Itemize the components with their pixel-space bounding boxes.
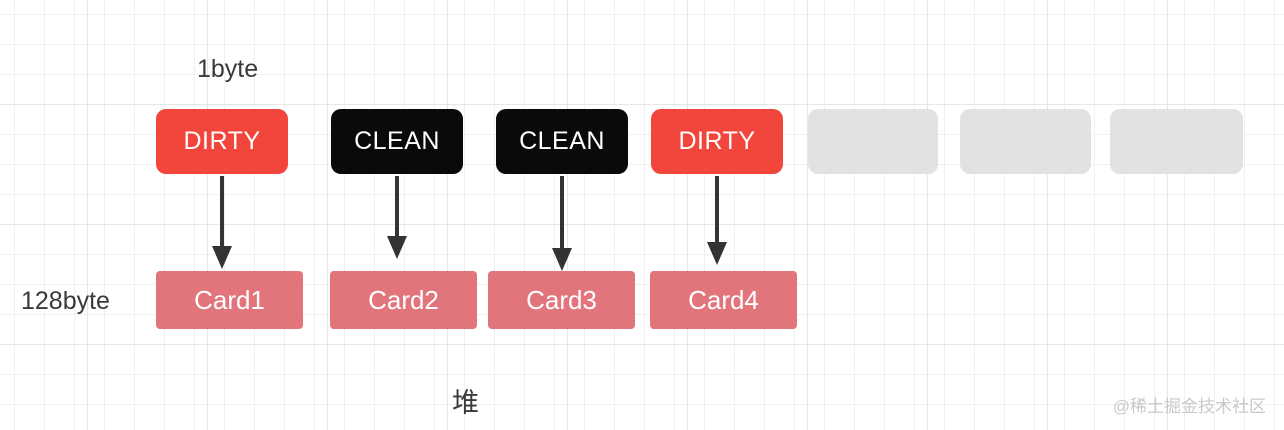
arrow-down-1	[212, 176, 232, 269]
arrow-down-2	[387, 176, 407, 259]
label-heap: 堆	[452, 388, 479, 418]
flag-byte-clean-2: CLEAN	[331, 109, 463, 174]
flag-byte-clean-3: CLEAN	[496, 109, 628, 174]
flag-byte-empty-5	[808, 109, 938, 174]
card-1: Card1	[156, 271, 303, 329]
watermark: @稀土掘金技术社区	[1112, 397, 1266, 416]
arrow-down-4	[707, 176, 727, 265]
card-4: Card4	[650, 271, 797, 329]
flag-byte-empty-7	[1110, 109, 1243, 174]
flag-byte-dirty-1: DIRTY	[156, 109, 288, 174]
label-128byte: 128byte	[21, 287, 110, 315]
card-2: Card2	[330, 271, 477, 329]
card-3: Card3	[488, 271, 635, 329]
arrow-down-3	[552, 176, 572, 271]
label-1byte: 1byte	[197, 55, 259, 83]
flag-byte-empty-6	[960, 109, 1091, 174]
flag-byte-dirty-4: DIRTY	[651, 109, 783, 174]
